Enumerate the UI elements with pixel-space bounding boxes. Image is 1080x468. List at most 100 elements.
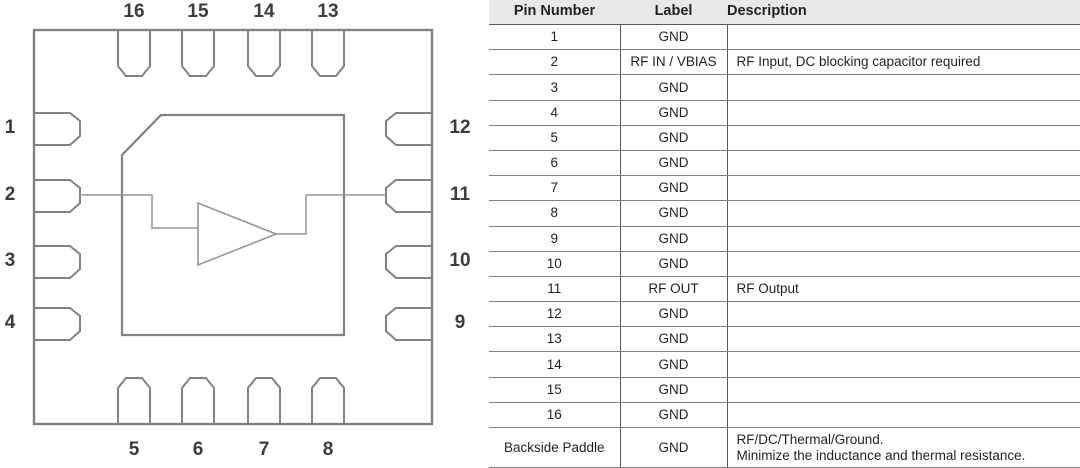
pad-10 [386,246,432,278]
pin-number-left-1: 1 [5,117,16,138]
pad-14 [248,30,280,76]
pin-number-right-2: 11 [450,184,471,205]
pad-5 [118,378,150,424]
pad-7 [248,378,280,424]
package-outline [34,30,432,424]
cell-pin-number: 12 [489,302,620,327]
cell-description [727,176,1080,201]
pin-number-top-3: 14 [253,1,275,22]
cell-label: GND [620,251,727,276]
pad-1 [34,113,80,145]
pin-number-right-4: 9 [455,312,466,333]
cell-label: GND [620,302,727,327]
pin-number-top-1: 16 [123,1,144,22]
pin-number-top-2: 15 [187,1,209,22]
cell-description [727,251,1080,276]
cell-label: GND [620,428,727,468]
cell-description [727,302,1080,327]
amplifier-icon [198,203,276,265]
cell-pin-number: 4 [489,100,620,125]
pad-12 [386,113,432,145]
cell-label: GND [620,402,727,427]
cell-description [727,377,1080,402]
cell-description [727,352,1080,377]
cell-label: GND [620,201,727,226]
pin-number-right-3: 10 [449,250,470,271]
pad-9 [386,308,432,340]
cell-description [727,150,1080,175]
cell-pin-number: 13 [489,327,620,352]
cell-label: GND [620,150,727,175]
cell-description [727,25,1080,50]
cell-pin-number: 3 [489,75,620,100]
input-trace [80,195,198,228]
cell-label: GND [620,25,727,50]
cell-description [727,125,1080,150]
cell-description [727,327,1080,352]
column-header-description: Description [727,0,1080,25]
pin-number-bottom-3: 7 [259,439,270,460]
table-header-row: Pin Number Label Description [489,0,1080,25]
cell-pin-number: Backside Paddle [489,428,620,468]
cell-pin-number: 10 [489,251,620,276]
pad-16 [118,30,150,76]
pad-13 [312,30,344,76]
cell-description [727,402,1080,427]
cell-pin-number: 5 [489,125,620,150]
cell-description [727,201,1080,226]
cell-label: GND [620,327,727,352]
cell-description: RF Input, DC blocking capacitor required [727,50,1080,75]
description-line-2: Minimize the inductance and thermal resi… [737,448,1080,464]
cell-description: RF Output [727,276,1080,301]
cell-label: GND [620,125,727,150]
cell-label: GND [620,377,727,402]
cell-pin-number: 1 [489,25,620,50]
column-header-pin-number: Pin Number [489,0,620,25]
die-outline-pin1-chamfer [122,115,344,335]
cell-description [727,100,1080,125]
pin-number-bottom-4: 8 [323,439,334,460]
cell-label: GND [620,100,727,125]
pin-number-bottom-2: 6 [193,439,204,460]
cell-pin-number: 2 [489,50,620,75]
package-diagram-svg: 16 15 14 13 1 2 3 4 12 11 10 9 5 6 7 8 [0,0,480,461]
cell-label: RF OUT [620,276,727,301]
pad-11 [386,180,432,212]
pin-number-left-4: 4 [5,312,16,333]
cell-label: RF IN / VBIAS [620,50,727,75]
pad-8 [312,378,344,424]
cell-description [727,226,1080,251]
pin-number-bottom-1: 5 [129,439,140,460]
cell-pin-number: 16 [489,402,620,427]
pad-6 [182,378,214,424]
cell-label: GND [620,176,727,201]
pin-number-right-1: 12 [449,117,470,138]
cell-pin-number: 14 [489,352,620,377]
pad-15 [182,30,214,76]
cell-label: GND [620,352,727,377]
pin-number-left-2: 2 [5,184,16,205]
cell-pin-number: 9 [489,226,620,251]
cell-label: GND [620,226,727,251]
cell-pin-number: 11 [489,276,620,301]
cell-pin-number: 15 [489,377,620,402]
description-line-1: RF/DC/Thermal/Ground. [737,432,1080,448]
pin-number-left-3: 3 [5,250,16,271]
package-diagram: 16 15 14 13 1 2 3 4 12 11 10 9 5 6 7 8 [0,0,480,461]
